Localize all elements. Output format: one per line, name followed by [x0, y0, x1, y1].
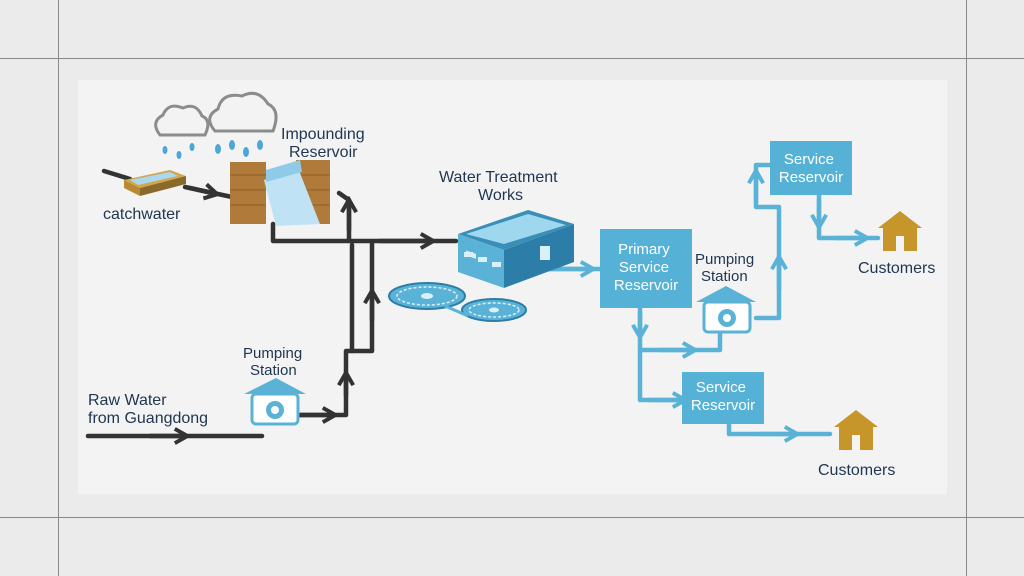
primary-label-line1: Primary [618, 241, 670, 258]
catchwater-icon [124, 170, 186, 196]
water-treatment-works-icon [458, 210, 574, 288]
customers-top-label: Customers [858, 260, 935, 277]
service-top-label-line1: Service [784, 151, 834, 168]
raw-water-pipes [85, 168, 459, 436]
wtw-label-line1: Water Treatment [439, 169, 558, 186]
primary-service-reservoir-box [600, 229, 692, 308]
clarifier-tanks-icon [388, 282, 527, 322]
pumping-station-icon [244, 378, 306, 426]
frame-line-right [966, 0, 967, 576]
service-top-label-line2: Reservoir [779, 169, 843, 186]
house-icon-2 [834, 410, 878, 450]
water-treatment-works-label: Water Treatment Works [439, 169, 562, 204]
impounding-reservoir-icon [230, 160, 330, 226]
treated-water-pipes [537, 162, 881, 434]
impounding-reservoir-label: Impounding Reservoir [281, 126, 369, 161]
primary-label-line2: Service [619, 259, 669, 276]
pumping2-label-line2: Station [701, 268, 748, 285]
frame-line-bottom [0, 517, 1024, 518]
house-icon [878, 211, 922, 251]
service-reservoir-bottom-label: Service Reservoir [691, 379, 755, 414]
wtw-label-line2: Works [478, 187, 523, 204]
impounding-label-line2: Reservoir [289, 144, 358, 161]
service-reservoir-bottom-box [682, 372, 764, 424]
pumping-station-2-label: Pumping Station [695, 251, 758, 285]
frame-line-left [58, 0, 59, 576]
frame-line-top [0, 58, 1024, 59]
impounding-label-line1: Impounding [281, 126, 365, 143]
pumping-station-2-icon [696, 286, 756, 334]
service-reservoir-top-box [770, 141, 852, 195]
raw-water-label-line1: Raw Water [88, 392, 167, 409]
service-reservoir-top-label: Service Reservoir [779, 151, 843, 186]
customers-bottom-label: Customers [818, 462, 895, 479]
service-bot-label-line1: Service [696, 379, 746, 396]
cloud-icon [154, 91, 278, 137]
rain-drops-icon [162, 140, 263, 159]
pumping-label-line2: Station [250, 362, 297, 379]
pumping-station-label: Pumping Station [243, 345, 306, 379]
pumping-label-line1: Pumping [243, 345, 302, 362]
service-bot-label-line2: Reservoir [691, 397, 755, 414]
primary-service-reservoir-label: Primary Service Reservoir [614, 241, 678, 294]
primary-label-line3: Reservoir [614, 277, 678, 294]
raw-water-label: Raw Water from Guangdong [88, 392, 208, 427]
pumping2-label-line1: Pumping [695, 251, 754, 268]
catchwater-label: catchwater [103, 206, 181, 223]
raw-water-label-line2: from Guangdong [88, 410, 208, 427]
